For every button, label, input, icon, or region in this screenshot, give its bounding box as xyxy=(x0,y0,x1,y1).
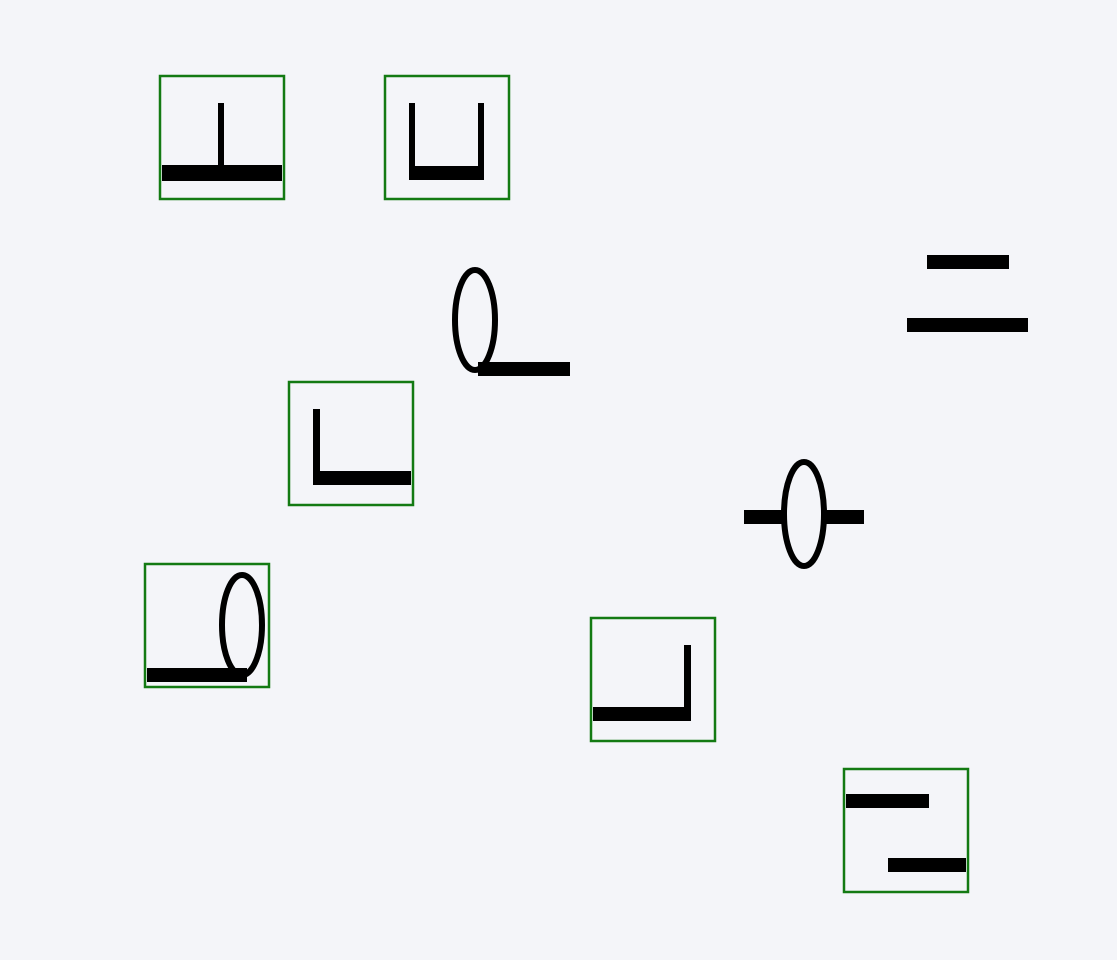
symbol-bar-through-ellipse[interactable] xyxy=(744,459,864,569)
glyph-loop xyxy=(452,267,498,373)
symbol-loop-right-tail[interactable] xyxy=(452,267,570,376)
glyph-stroke xyxy=(927,255,1009,269)
glyph-stroke xyxy=(409,103,415,179)
glyph-stroke xyxy=(218,103,224,167)
glyph-stroke xyxy=(846,794,929,808)
symbol-inverted-t[interactable] xyxy=(158,74,286,201)
glyph-stroke xyxy=(684,645,691,721)
glyph-stroke xyxy=(907,318,1028,332)
glyph-stroke xyxy=(593,707,691,721)
glyph-stroke xyxy=(409,166,484,180)
glyph-loop xyxy=(781,459,827,569)
glyph-stroke xyxy=(313,471,411,485)
symbol-corner-left[interactable] xyxy=(287,380,415,507)
selection-box xyxy=(287,380,415,507)
selection-box xyxy=(842,767,970,894)
selection-box xyxy=(158,74,286,201)
glyph-stroke xyxy=(478,103,484,179)
glyph-stroke xyxy=(162,165,282,181)
selection-box xyxy=(143,562,271,689)
symbol-loop-left-tail[interactable] xyxy=(143,562,271,689)
glyph-stroke xyxy=(147,668,247,682)
glyph-stroke xyxy=(313,409,320,485)
selection-box xyxy=(383,74,511,201)
glyph-stroke xyxy=(888,858,966,872)
symbol-cup[interactable] xyxy=(383,74,511,201)
symbol-double-bar[interactable] xyxy=(907,255,1028,332)
symbol-corner-right[interactable] xyxy=(589,616,717,743)
glyph-stroke xyxy=(478,362,570,376)
selection-box xyxy=(589,616,717,743)
glyph-loop xyxy=(219,572,265,678)
symbol-offset-bars[interactable] xyxy=(842,767,970,894)
